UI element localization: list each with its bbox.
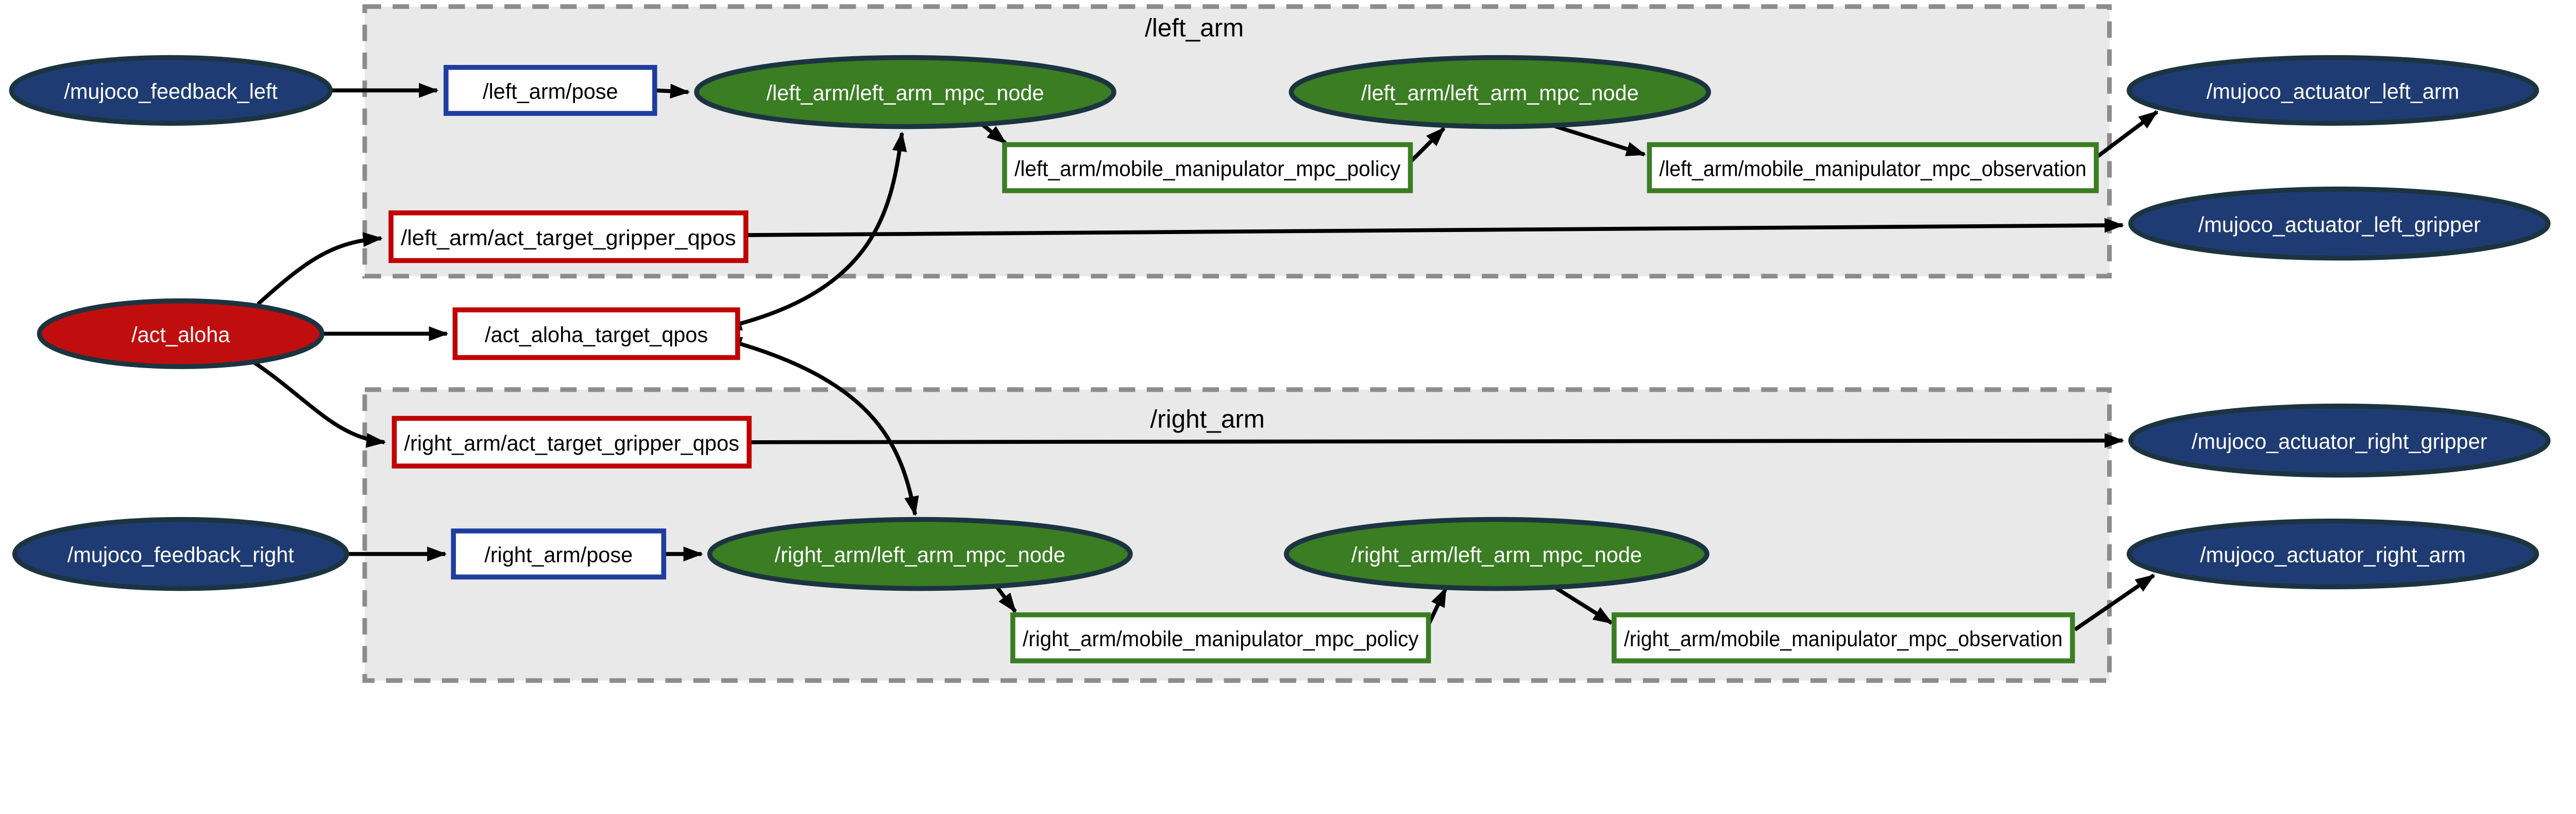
right-arm-mpc-observation-label: /right_arm/mobile_manipulator_mpc_observ… [1624, 626, 2062, 651]
left-arm-mpc-node-a-label: /left_arm/left_arm_mpc_node [767, 81, 1044, 105]
node-act-aloha-target-qpos [452, 307, 740, 360]
node-right-arm-mpc-node-b [1284, 517, 1709, 591]
edge-left-policy-to-mpc-node-b [1410, 127, 1446, 163]
left-arm-act-target-gripper-qpos-label: /left_arm/act_target_gripper_qpos [401, 225, 736, 250]
edge-act-aloha-to-left-gripper-qpos [257, 232, 383, 306]
group-title-right-arm: /right_arm [1150, 405, 1265, 434]
right-arm-mpc-node-b-label: /right_arm/left_arm_mpc_node [1351, 543, 1642, 567]
node-mujoco-actuator-right-arm [2126, 519, 2539, 590]
node-right-arm-mpc-node-a [707, 517, 1133, 591]
node-act-aloha [37, 298, 325, 369]
right-arm-mpc-node-a-label: /right_arm/left_arm_mpc_node [775, 543, 1065, 567]
edge-left-mpc-node-a-to-policy [979, 122, 1007, 145]
graph-root: /left_arm/right_arm/mujoco_feedback_left… [9, 4, 2551, 683]
node-mujoco-actuator-left-gripper [2128, 186, 2551, 261]
edge-target-qpos-to-right-mpc-node-a [722, 337, 919, 517]
edge-right-policy-to-mpc-node-b [1427, 587, 1448, 624]
node-left-arm-act-target-gripper-qpos [388, 210, 749, 263]
node-left-arm-mpc-observation [1647, 142, 2099, 193]
left-arm-mpc-observation-label: /left_arm/mobile_manipulator_mpc_observa… [1659, 156, 2087, 180]
node-right-arm-mpc-observation [1612, 612, 2075, 663]
node-right-arm-pose [451, 528, 667, 580]
node-mujoco-actuator-right-gripper [2128, 403, 2551, 478]
mujoco-actuator-left-gripper-label: /mujoco_actuator_left_gripper [2198, 212, 2481, 237]
left-arm-mpc-node-b-label: /left_arm/left_arm_mpc_node [1361, 81, 1639, 105]
node-mujoco-actuator-left-arm [2126, 55, 2539, 126]
right-arm-mpc-policy-label: /right_arm/mobile_manipulator_mpc_policy [1023, 626, 1419, 651]
node-left-arm-mpc-node-b [1289, 55, 1711, 129]
node-left-arm-pose [443, 64, 657, 116]
group-title-left-arm: /left_arm [1145, 14, 1244, 42]
mujoco-actuator-right-arm-label: /mujoco_actuator_right_arm [2200, 543, 2466, 567]
edge-right-observation-to-actuator-arm [2074, 573, 2156, 632]
left-arm-pose-label: /left_arm/pose [483, 79, 618, 103]
node-mujoco-feedback-right [12, 517, 349, 591]
mujoco-actuator-left-arm-label: /mujoco_actuator_left_arm [2207, 79, 2460, 103]
edge-left-mpc-node-b-to-observation [1550, 123, 1647, 157]
edge-left-gripper-qpos-to-actuator-gripper [747, 218, 2125, 237]
edge-left-observation-to-actuator-arm [2096, 110, 2159, 158]
edge-target-qpos-to-left-mpc-node-a [722, 131, 907, 331]
node-mujoco-feedback-left [9, 55, 333, 126]
edge-right-mpc-node-a-to-policy [994, 584, 1017, 613]
node-left-arm-mpc-policy [1002, 142, 1413, 193]
mujoco-feedback-right-label: /mujoco_feedback_right [67, 543, 294, 567]
right-arm-pose-label: /right_arm/pose [484, 543, 633, 567]
edge-right-gripper-qpos-to-actuator-gripper [751, 433, 2125, 448]
act-aloha-target-qpos-label: /act_aloha_target_qpos [485, 322, 708, 346]
mujoco-actuator-right-gripper-label: /mujoco_actuator_right_gripper [2192, 429, 2487, 454]
node-right-arm-act-target-gripper-qpos [392, 416, 752, 469]
node-left-arm-mpc-node-a [694, 55, 1116, 129]
right-arm-act-target-gripper-qpos-label: /right_arm/act_target_gripper_qpos [404, 431, 739, 455]
act-aloha-label: /act_aloha [131, 322, 230, 346]
left-arm-mpc-policy-label: /left_arm/mobile_manipulator_mpc_policy [1014, 156, 1401, 180]
edge-left-pose-to-left-mpc-node-a [655, 84, 690, 99]
edge-act-aloha-to-right-gripper-qpos [251, 360, 386, 448]
graph-canvas: /left_arm/right_arm/mujoco_feedback_left… [9, 4, 2551, 683]
mujoco-feedback-left-label: /mujoco_feedback_left [64, 79, 278, 103]
node-graph-page: /left_arm/right_arm/mujoco_feedback_left… [9, 4, 2551, 683]
edge-right-mpc-node-b-to-observation [1553, 585, 1613, 625]
node-right-arm-mpc-policy [1010, 612, 1431, 663]
